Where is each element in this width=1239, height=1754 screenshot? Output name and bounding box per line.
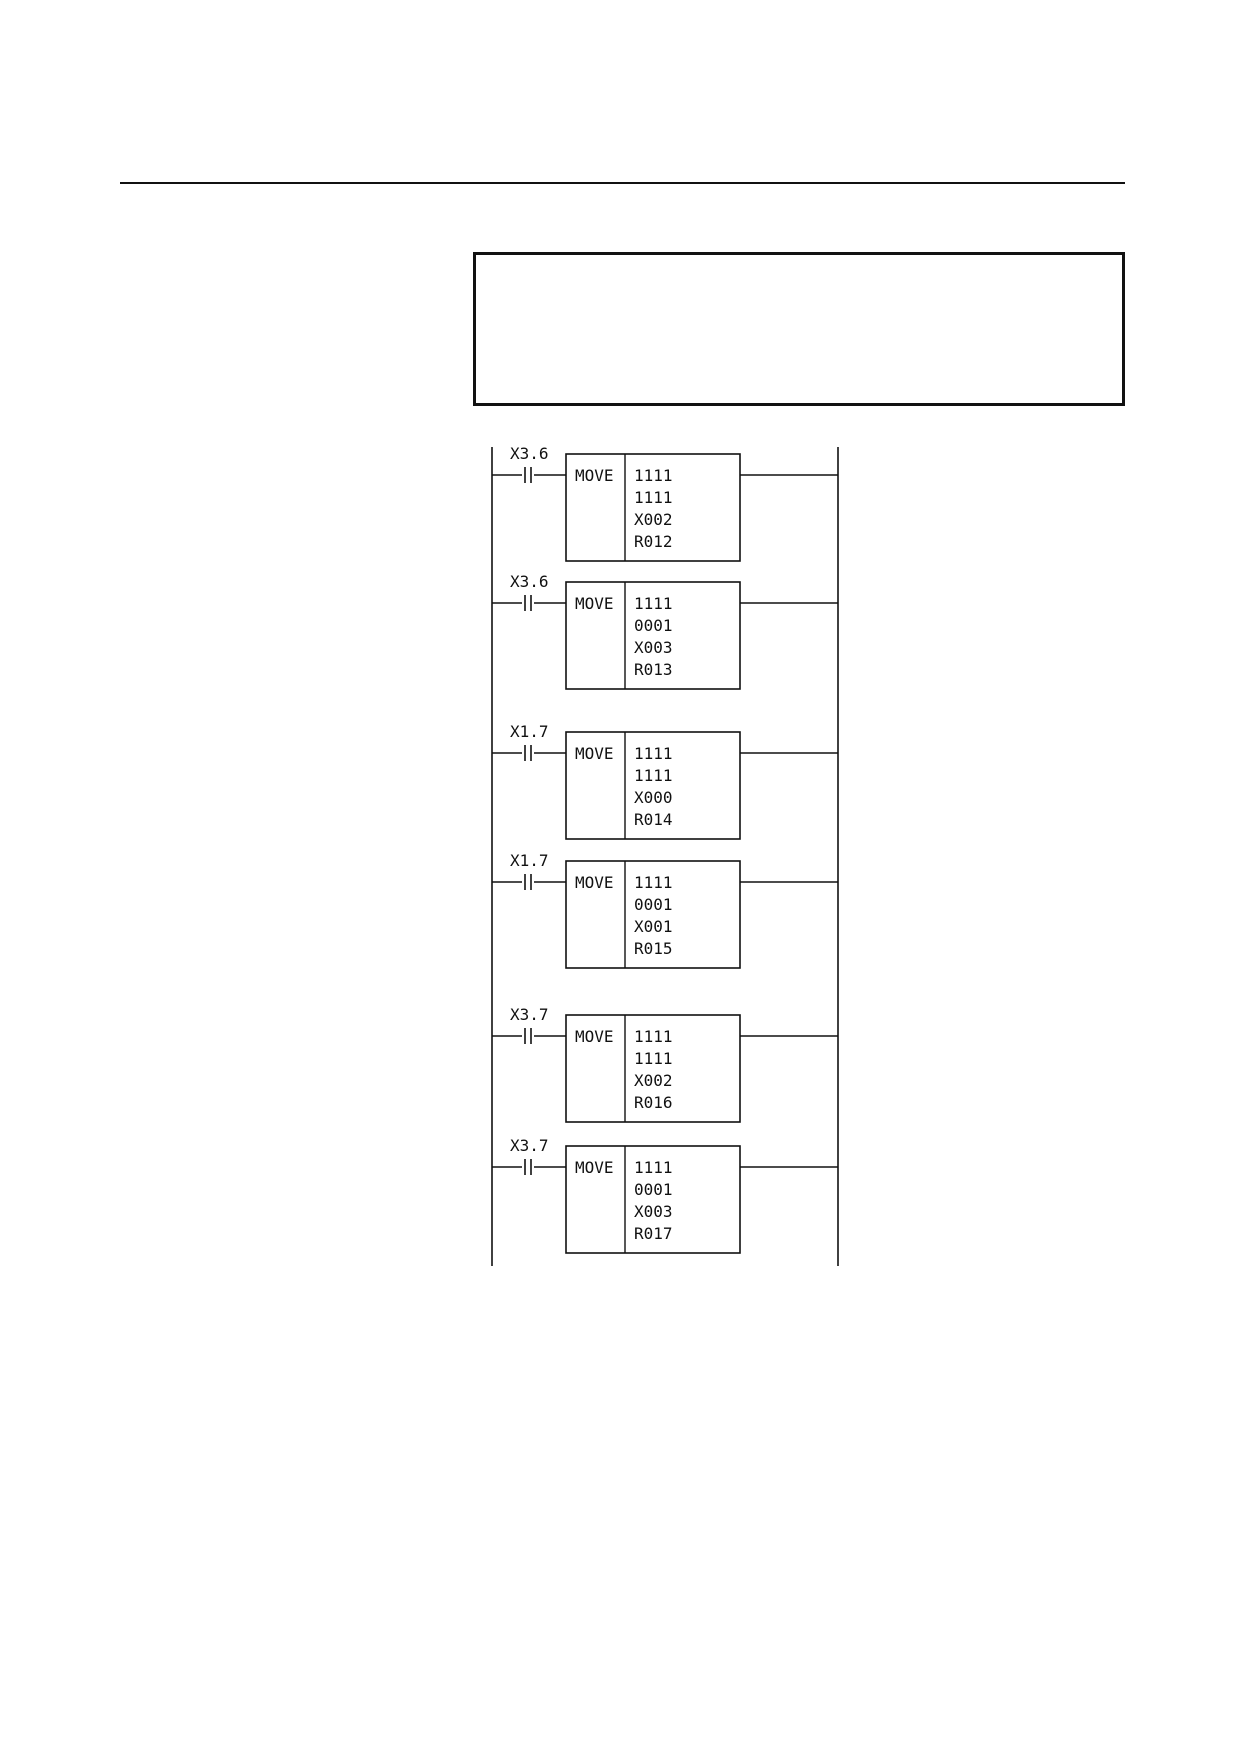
operand-value: 0001 [634, 616, 673, 635]
instruction-box [565, 581, 741, 690]
instruction-box [565, 1014, 741, 1123]
operand-value: X002 [634, 1071, 673, 1090]
operand-value: R013 [634, 660, 673, 679]
operand-value: X002 [634, 510, 673, 529]
contact-label: X1.7 [510, 851, 549, 870]
header-rule [120, 182, 1125, 184]
contact-label: X3.6 [510, 572, 549, 591]
contact-label: X3.6 [510, 444, 549, 463]
instruction-box [565, 860, 741, 969]
note-box [473, 252, 1125, 406]
instruction-label: MOVE [575, 1027, 614, 1046]
operand-value: R017 [634, 1224, 673, 1243]
operand-value: 1111 [634, 488, 673, 507]
operand-value: 1111 [634, 1027, 673, 1046]
contact-label: X3.7 [510, 1005, 549, 1024]
operand-value: 0001 [634, 895, 673, 914]
operand-value: 1111 [634, 873, 673, 892]
instruction-label: MOVE [575, 873, 614, 892]
operand-value: R016 [634, 1093, 673, 1112]
operand-value: X003 [634, 1202, 673, 1221]
operand-value: 0001 [634, 1180, 673, 1199]
instruction-box [565, 453, 741, 562]
operand-value: X000 [634, 788, 673, 807]
instruction-label: MOVE [575, 594, 614, 613]
operand-value: 1111 [634, 466, 673, 485]
operand-value: R012 [634, 532, 673, 551]
operand-value: X003 [634, 638, 673, 657]
instruction-label: MOVE [575, 1158, 614, 1177]
operand-value: R014 [634, 810, 673, 829]
operand-value: 1111 [634, 766, 673, 785]
instruction-label: MOVE [575, 466, 614, 485]
operand-value: 1111 [634, 594, 673, 613]
operand-value: X001 [634, 917, 673, 936]
operand-value: 1111 [634, 744, 673, 763]
operand-value: 1111 [634, 1049, 673, 1068]
contact-label: X1.7 [510, 722, 549, 741]
contact-label: X3.7 [510, 1136, 549, 1155]
instruction-label: MOVE [575, 744, 614, 763]
instruction-box [565, 1145, 741, 1254]
instruction-box [565, 731, 741, 840]
operand-value: R015 [634, 939, 673, 958]
operand-value: 1111 [634, 1158, 673, 1177]
